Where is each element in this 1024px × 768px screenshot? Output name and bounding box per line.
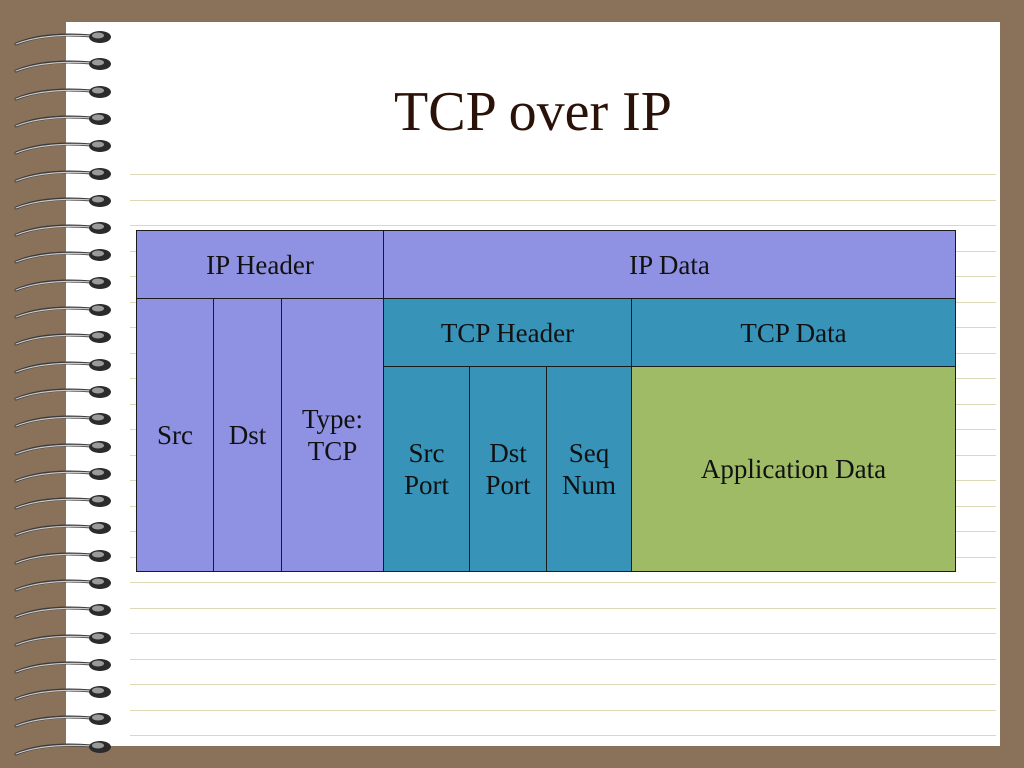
src-port-cell: Src Port	[383, 366, 470, 572]
packet-diagram: IP Header IP Data Src Dst Type: TCP TCP …	[136, 230, 956, 572]
ip-header-cell: IP Header	[136, 230, 384, 299]
ruled-line	[130, 735, 996, 736]
spiral-ring-icon	[14, 386, 111, 401]
spiral-ring-icon	[14, 632, 111, 647]
seq-num-label: Seq Num	[562, 437, 616, 501]
seq-num-line2: Num	[562, 470, 616, 500]
type-label-line1: Type:	[301, 404, 364, 434]
dst-port-line1: Dst	[489, 438, 527, 468]
src-port-line2: Port	[403, 470, 449, 500]
ruled-line	[130, 225, 996, 226]
spiral-ring-icon	[14, 195, 111, 210]
spiral-ring-icon	[14, 659, 111, 674]
dst-port-label: Dst Port	[485, 437, 530, 501]
spiral-ring-icon	[14, 550, 111, 565]
application-data-cell: Application Data	[631, 366, 956, 572]
spiral-ring-icon	[14, 686, 111, 701]
tcp-data-cell: TCP Data	[631, 298, 956, 367]
spiral-ring-icon	[14, 441, 111, 456]
spiral-ring-icon	[14, 522, 111, 537]
ip-data-label: IP Data	[629, 249, 710, 280]
dst-port-line2: Port	[485, 470, 531, 500]
seq-num-cell: Seq Num	[546, 366, 632, 572]
spiral-binding	[0, 0, 130, 768]
spiral-ring-icon	[14, 468, 111, 483]
spiral-ring-icon	[14, 249, 111, 264]
tcp-header-label: TCP Header	[440, 317, 575, 348]
slide-title: TCP over IP	[394, 81, 672, 143]
spiral-ring-icon	[14, 31, 111, 46]
spiral-ring-icon	[14, 495, 111, 510]
spiral-ring-icon	[14, 359, 111, 374]
ruled-line	[130, 659, 996, 660]
spiral-ring-icon	[14, 277, 111, 292]
seq-num-line1: Seq	[568, 438, 610, 468]
spiral-ring-icon	[14, 577, 111, 592]
dst-cell: Dst	[213, 298, 282, 572]
ruled-line	[130, 608, 996, 609]
ruled-line	[130, 633, 996, 634]
dst-label: Dst	[228, 420, 267, 450]
src-port-label: Src Port	[404, 437, 449, 501]
tcp-header-cell: TCP Header	[383, 298, 632, 367]
src-cell: Src	[136, 298, 214, 572]
spiral-ring-icon	[14, 58, 111, 73]
ruled-line	[130, 684, 996, 685]
ruled-line	[130, 582, 996, 583]
spiral-ring-icon	[14, 222, 111, 237]
dst-port-cell: Dst Port	[469, 366, 547, 572]
spiral-ring-icon	[14, 140, 111, 155]
tcp-data-label: TCP Data	[740, 317, 847, 348]
src-label: Src	[157, 420, 193, 450]
ruled-line	[130, 174, 996, 175]
spiral-ring-icon	[14, 304, 111, 319]
spiral-ring-icon	[14, 331, 111, 346]
ip-header-label: IP Header	[206, 249, 314, 280]
spiral-ring-icon	[14, 168, 111, 183]
spiral-ring-icon	[14, 86, 111, 101]
application-data-label: Application Data	[700, 454, 887, 484]
ruled-line	[130, 710, 996, 711]
src-port-line1: Src	[408, 438, 445, 468]
spiral-ring-icon	[14, 113, 111, 128]
spiral-ring-icon	[14, 604, 111, 619]
spiral-ring-icon	[14, 713, 111, 728]
ip-data-cell: IP Data	[383, 230, 956, 299]
spiral-ring-icon	[14, 741, 111, 756]
type-tcp-label: Type: TCP	[302, 403, 363, 467]
ruled-line	[130, 200, 996, 201]
type-tcp-cell: Type: TCP	[281, 298, 384, 572]
type-label-line2: TCP	[307, 436, 358, 466]
spiral-ring-icon	[14, 413, 111, 428]
